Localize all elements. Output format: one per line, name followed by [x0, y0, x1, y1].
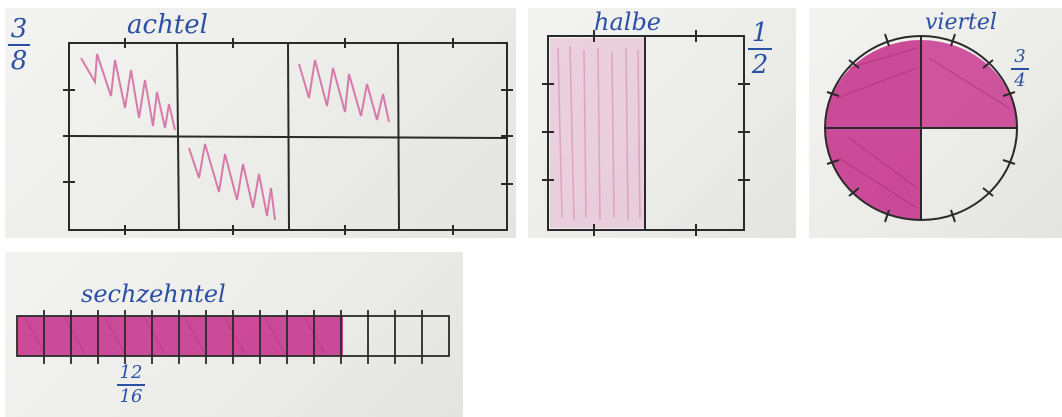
halbe-photo: halbe 1 2	[528, 8, 796, 238]
achtel-label: achtel	[127, 12, 208, 38]
sechzehntel-label: sechzehntel	[81, 282, 226, 306]
achtel-v1	[177, 43, 179, 230]
achtel-fraction: 3 8	[8, 16, 30, 74]
sechzehntel-denominator: 16	[117, 388, 145, 406]
sechzehntel-fraction: 12 16	[117, 364, 145, 406]
halbe-denominator: 2	[748, 52, 772, 78]
viertel-denominator: 4	[1011, 72, 1029, 90]
achtel-grid-drawing	[5, 8, 516, 238]
halbe-numerator: 1	[748, 20, 772, 46]
viertel-numerator: 3	[1011, 48, 1029, 66]
achtel-v2	[288, 43, 289, 230]
sechzehntel-photo: sechzehntel 12 16	[5, 252, 463, 417]
halbe-shaded-half	[550, 38, 644, 228]
achtel-photo: achtel 3 8	[5, 8, 516, 238]
sechzehntel-numerator: 12	[117, 364, 145, 382]
halbe-fraction: 1 2	[748, 20, 772, 78]
viertel-label: viertel	[925, 12, 997, 34]
achtel-v3	[398, 43, 399, 230]
halbe-label: halbe	[594, 10, 661, 34]
viertel-quarter-tr	[921, 40, 1017, 128]
achtel-numerator: 3	[8, 16, 30, 42]
shade-cell-6	[189, 144, 275, 220]
sechzehntel-shaded	[17, 316, 343, 356]
viertel-fraction: 3 4	[1011, 48, 1029, 90]
viertel-circle-drawing	[809, 8, 1062, 238]
viertel-quarter-bl	[825, 128, 921, 220]
sechzehntel-strip-drawing	[5, 252, 463, 417]
viertel-photo: viertel 3 4	[809, 8, 1062, 238]
shade-cell-1	[81, 54, 175, 130]
achtel-denominator: 8	[8, 48, 30, 74]
shade-cell-3	[299, 60, 389, 122]
